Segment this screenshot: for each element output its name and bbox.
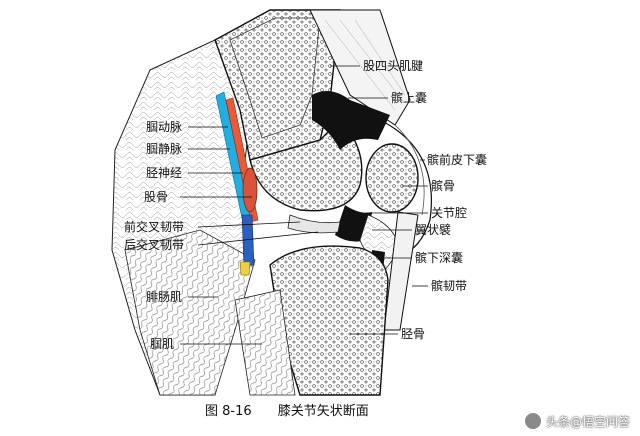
label-patella: 髌骨 [431,179,456,193]
label-joint-cavity: 关节腔 [431,206,468,220]
label-gastrocnemius: 腓肠肌 [146,290,183,304]
watermark-text: 头条@悟空问答 [545,414,630,429]
patellar-ligament-band [383,211,419,331]
label-popliteal-artery: 腘动脉 [146,120,183,134]
cruciate-ligaments [287,214,341,234]
watermark: 头条@悟空问答 [523,412,630,430]
label-deep-infrapatellar-bursa: 髌下深囊 [415,251,464,265]
label-femur: 股骨 [144,190,169,204]
label-tibia: 胫骨 [401,327,426,341]
label-popliteus: 腘肌 [150,337,175,351]
leader-lines-right [330,65,428,335]
label-tibial-nerve: 胫神经 [146,166,183,180]
leader-lines-left [180,126,319,345]
figure-caption: 图 8-16 膝关节矢状断面 [205,400,369,419]
gastrocnemius-muscle [124,229,256,396]
label-quadriceps-tendon: 股四头肌腱 [363,59,424,73]
quadriceps-tendon-shape [309,9,411,126]
popliteus-muscle [234,289,296,396]
figure-number: 图 8-16 [205,404,252,419]
femur-cortex [229,17,321,139]
suprapatellar-bursa-cavity [312,91,390,150]
label-popliteal-vein: 腘静脉 [146,142,183,156]
label-suprapatellar-bursa: 髌上囊 [391,91,428,105]
figure-title: 膝关节矢状断面 [277,404,369,419]
label-alar-fold: 翼状襞 [415,223,452,237]
label-prepatellar-bursa: 髌前皮下囊 [427,153,488,167]
deep-vessels-lower [241,214,255,267]
tibia-bone [269,245,389,396]
patella-bone [365,143,419,213]
label-acl: 前交叉韧带 [124,220,185,234]
label-patellar-ligament: 髌韧带 [431,279,468,293]
label-pcl: 后交叉韧带 [124,238,185,252]
watermark-logo-icon [523,412,542,430]
tibial-nerve-section [242,167,258,213]
